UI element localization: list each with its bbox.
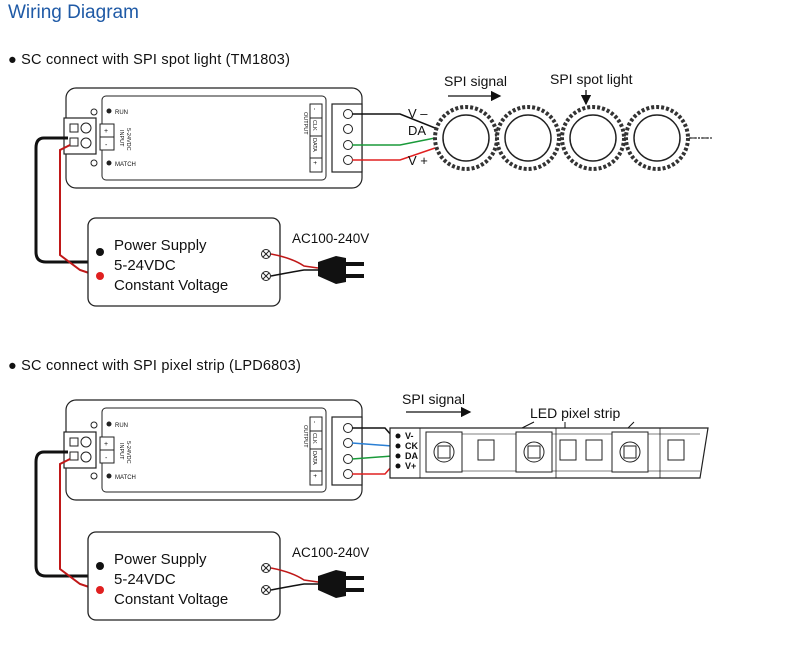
controller-2: RUN MATCH + - INPUT 5-24VDC OUTPUT - CLK…: [63, 399, 363, 501]
psu-negative-terminal-icon: [96, 562, 104, 570]
terminal-plus-label: +: [311, 474, 317, 478]
screw-hole-icon: [90, 472, 98, 480]
pad-label-ck: CK: [405, 441, 418, 451]
input-plus-label: +: [104, 128, 108, 135]
spot-light-icon: [624, 105, 690, 171]
match-led-icon: [106, 160, 112, 166]
run-label: RUN: [115, 423, 128, 429]
input-voltage-label: 5-24VDC: [125, 441, 131, 464]
input-terminal: [63, 431, 97, 469]
wire-label-v-plus: V +: [408, 153, 428, 168]
led-pixel-strip: V- CK DA V+: [389, 427, 709, 479]
section-2-diagram: RUN MATCH + - INPUT 5-24VDC OUTPUT - CLK…: [34, 391, 709, 621]
run-led-icon: [106, 108, 112, 114]
terminal-minus-label: -: [311, 108, 317, 110]
psu-positive-terminal-icon: [96, 586, 104, 594]
psu-wire-red: [59, 458, 99, 591]
screw-hole-icon: [90, 108, 98, 116]
pixel-strip-label: LED pixel strip: [530, 405, 620, 421]
wire-v-plus: [352, 147, 436, 161]
output-label: OUTPUT: [302, 425, 308, 448]
input-terminal: [63, 117, 97, 155]
section-1-diagram: RUN MATCH + - INPUT 5-24VDC OUTPUT - CLK…: [34, 71, 712, 307]
match-led-icon: [106, 473, 112, 479]
psu-line-2: 5-24VDC: [114, 257, 176, 274]
input-label: INPUT: [118, 130, 124, 147]
wire-v-minus: [352, 113, 436, 129]
pad-label-da: DA: [405, 451, 418, 461]
wire-data: [352, 137, 436, 146]
psu-line-3: Constant Voltage: [114, 591, 228, 608]
resistor-icon: [667, 439, 685, 461]
spi-signal-label-2: SPI signal: [402, 391, 465, 407]
page-title: Wiring Diagram: [8, 2, 139, 23]
resistor-icon: [585, 439, 603, 461]
screw-hole-icon: [90, 421, 98, 429]
psu-line-2: 5-24VDC: [114, 571, 176, 588]
match-label: MATCH: [115, 162, 136, 168]
psu-positive-terminal-icon: [96, 272, 104, 280]
psu-negative-terminal-icon: [96, 248, 104, 256]
spot-light-label: SPI spot light: [550, 71, 633, 87]
power-supply-2: Power Supply 5-24VDC Constant Voltage: [87, 531, 281, 621]
ac-voltage-label-1: AC100-240V: [292, 231, 369, 246]
section-heading-pixel-strip: ● SC connect with SPI pixel strip (LPD68…: [8, 358, 301, 374]
psu-line-1: Power Supply: [114, 551, 207, 568]
wire-label-v-minus: V –: [408, 106, 428, 121]
pad-label-v-plus: V+: [405, 461, 416, 471]
output-terminal-labels: [309, 103, 323, 173]
psu-line-1: Power Supply: [114, 237, 207, 254]
run-label: RUN: [115, 110, 128, 116]
ac-plug-icon: [318, 256, 364, 284]
input-voltage-label: 5-24VDC: [125, 128, 131, 151]
wire-clock: [351, 442, 393, 447]
terminal-clk-label: CLK: [311, 120, 317, 131]
spot-light-icon: [560, 105, 626, 171]
resistor-icon: [477, 439, 495, 461]
input-minus-label: -: [105, 455, 108, 462]
spi-signal-label-1: SPI signal: [444, 73, 507, 89]
power-supply-1: Power Supply 5-24VDC Constant Voltage: [87, 217, 281, 307]
terminal-data-label: DATA: [311, 451, 317, 465]
spot-light-icon: [433, 105, 499, 171]
terminal-plus-label: +: [311, 161, 317, 165]
controller-1: RUN MATCH + - INPUT 5-24VDC OUTPUT - CLK…: [63, 87, 363, 189]
section-heading-spot-light: ● SC connect with SPI spot light (TM1803…: [8, 52, 291, 68]
terminal-minus-label: -: [311, 421, 317, 423]
psu-wire-black: [34, 450, 96, 578]
match-label: MATCH: [115, 475, 136, 481]
terminal-clk-label: CLK: [311, 433, 317, 444]
output-terminal-labels: [309, 416, 323, 486]
ac-voltage-label-2: AC100-240V: [292, 545, 369, 560]
pad-label-v-minus: V-: [405, 431, 414, 441]
input-minus-label: -: [105, 142, 108, 149]
psu-wire-black: [34, 136, 96, 264]
output-label: OUTPUT: [302, 112, 308, 135]
wire-label-da: DA: [408, 123, 426, 138]
input-plus-label: +: [104, 441, 108, 448]
ac-plug-icon: [318, 570, 364, 598]
terminal-data-label: DATA: [311, 138, 317, 152]
run-led-icon: [106, 421, 112, 427]
screw-hole-icon: [90, 159, 98, 167]
resistor-icon: [559, 439, 577, 461]
psu-line-3: Constant Voltage: [114, 277, 228, 294]
spot-light-icon: [495, 105, 561, 171]
wire-data: [351, 455, 393, 460]
psu-wire-red: [59, 144, 99, 277]
input-label: INPUT: [118, 443, 124, 460]
